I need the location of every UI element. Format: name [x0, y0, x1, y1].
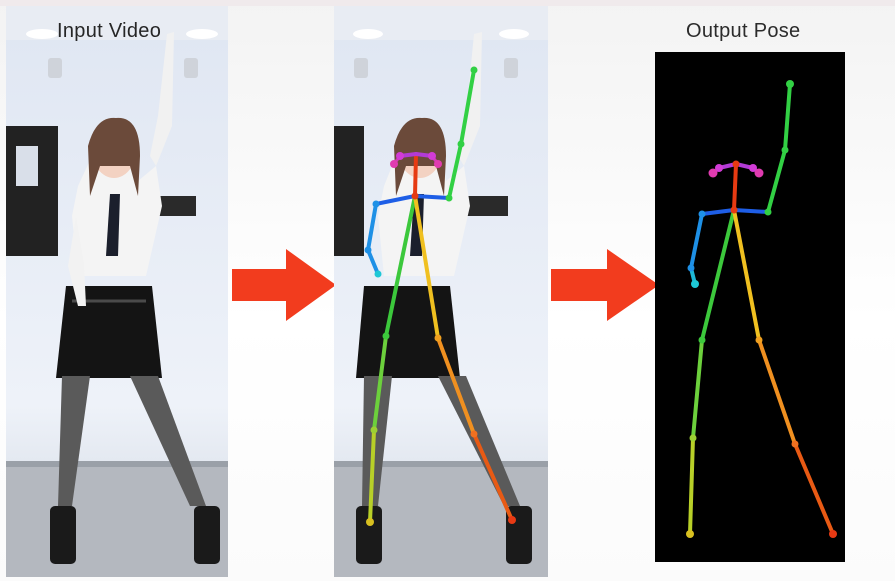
skeleton-spine — [732, 162, 738, 212]
joint-right-wrist — [786, 80, 794, 88]
joint-right-ankle — [829, 530, 837, 538]
skeleton-right-forearm — [783, 82, 792, 152]
dancer-photo-with-skeleton — [334, 6, 548, 577]
joint-left-knee — [689, 434, 697, 442]
joint-right-ear — [754, 168, 764, 178]
output-pose-label: Output Pose — [686, 20, 801, 42]
input-video-frame — [6, 6, 228, 577]
joint-nose — [732, 160, 740, 168]
skeleton-left-thigh — [700, 208, 736, 342]
skeleton-left-foot — [688, 436, 695, 536]
joint-left-shoulder — [698, 210, 706, 218]
dancer-photo — [6, 6, 228, 577]
joint-left-ankle — [686, 530, 694, 538]
joint-right-eye — [749, 164, 757, 172]
skeleton-right-foot — [793, 442, 835, 536]
top-strip — [0, 0, 895, 6]
pose-overlay-frame — [334, 6, 548, 577]
joint-left-wrist — [691, 280, 699, 288]
input-video-label: Input Video — [57, 20, 162, 42]
right-arrow-icon — [232, 249, 336, 321]
joint-neck — [730, 206, 738, 214]
skeleton-left-shin — [691, 338, 704, 440]
joint-left-ear — [708, 168, 718, 178]
joint-left-eye — [715, 164, 723, 172]
joint-right-hip — [755, 336, 763, 344]
skeleton-left-shoulder — [700, 208, 736, 216]
joint-left-elbow — [687, 264, 695, 272]
skeleton-left-upper-arm — [689, 212, 704, 270]
pose-skeleton — [655, 52, 845, 562]
skeleton-right-shoulder — [732, 208, 770, 214]
output-pose-panel — [655, 52, 845, 562]
joint-right-elbow — [781, 146, 789, 154]
joint-right-knee — [791, 440, 799, 448]
skeleton-right-thigh — [732, 208, 761, 342]
joint-left-hip — [698, 336, 706, 344]
skeleton-right-upper-arm — [766, 148, 787, 214]
skeleton-right-shin — [757, 338, 797, 446]
right-arrow-icon — [551, 249, 659, 321]
joint-right-shoulder — [764, 208, 772, 216]
